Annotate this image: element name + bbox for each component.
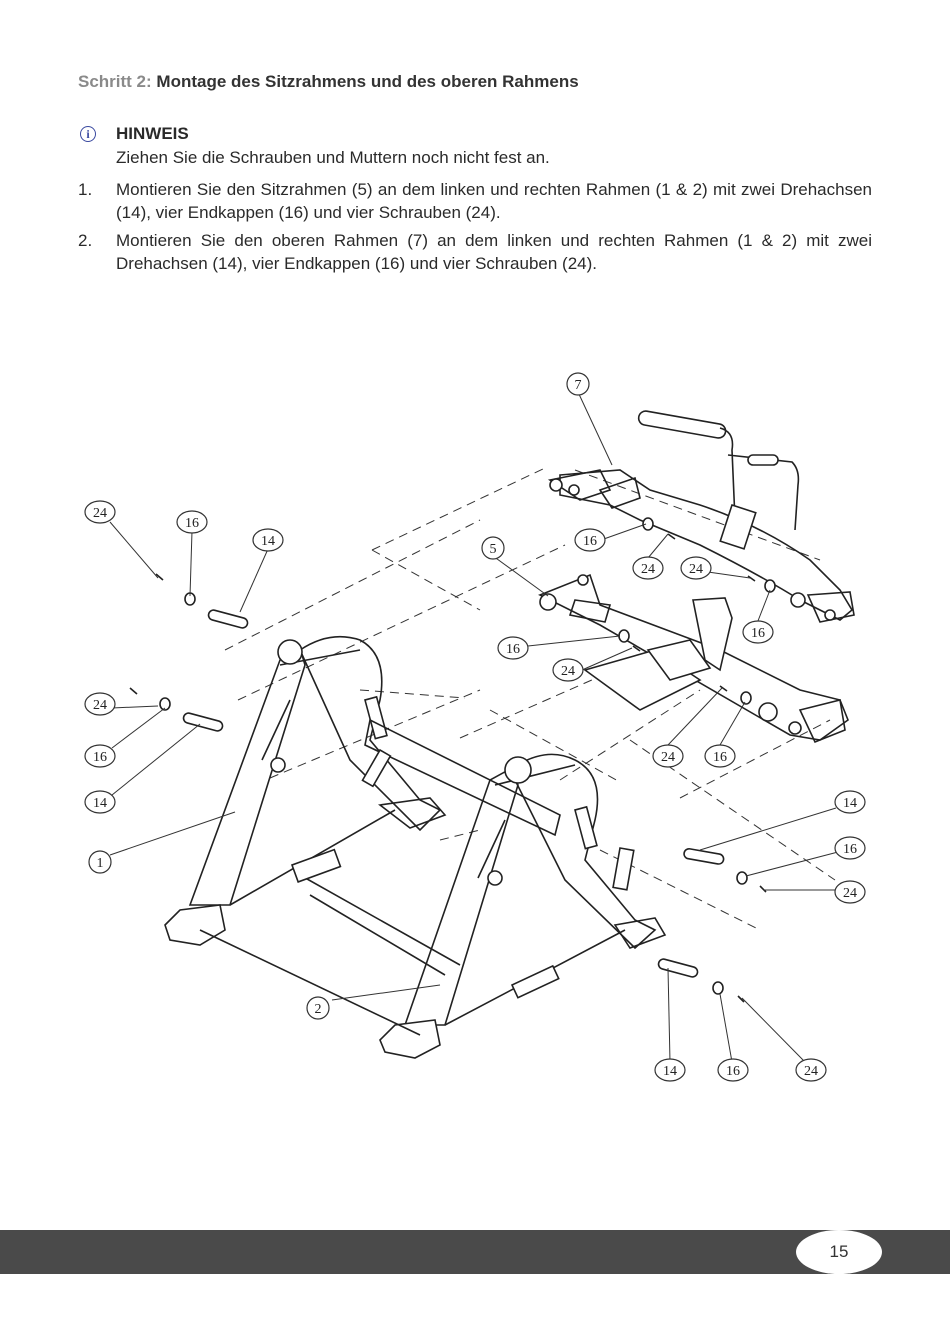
svg-text:24: 24 (641, 562, 655, 577)
svg-text:14: 14 (261, 534, 275, 549)
svg-text:16: 16 (583, 534, 597, 549)
cross-beams (199, 718, 561, 1036)
svg-text:16: 16 (751, 626, 765, 641)
callout-24: 24 (632, 556, 664, 580)
step-number: 1. (78, 180, 93, 199)
callout-16: 16 (84, 744, 116, 768)
callout-16: 16 (742, 620, 774, 644)
svg-text:24: 24 (689, 562, 703, 577)
upper-frame-part (547, 410, 855, 623)
svg-text:5: 5 (490, 542, 497, 557)
page-number: 15 (796, 1230, 882, 1274)
callout-24: 24 (795, 1058, 827, 1082)
callout-16: 16 (574, 528, 606, 552)
svg-text:14: 14 (663, 1064, 677, 1079)
svg-text:16: 16 (713, 750, 727, 765)
callout-24: 24 (652, 744, 684, 768)
step-heading: Schritt 2: Montage des Sitzrahmens und d… (78, 72, 579, 92)
svg-text:7: 7 (575, 378, 582, 393)
callout-24: 24 (834, 880, 866, 904)
svg-text:16: 16 (93, 750, 107, 765)
step-number: 2. (78, 231, 93, 250)
svg-text:24: 24 (804, 1064, 818, 1079)
svg-text:16: 16 (726, 1064, 740, 1079)
svg-text:14: 14 (93, 796, 107, 811)
note-text: Ziehen Sie die Schrauben und Muttern noc… (116, 148, 550, 167)
leader-lines (109, 391, 839, 1063)
callout-16: 16 (176, 510, 208, 534)
right-frame-part (379, 753, 667, 1059)
callout-16: 16 (834, 836, 866, 860)
svg-text:24: 24 (843, 886, 857, 901)
callout-2: 2 (306, 996, 330, 1020)
step-item: 1. Montieren Sie den Sitzrahmen (5) an d… (78, 178, 872, 224)
step-text: Montieren Sie den oberen Rahmen (7) an d… (116, 231, 872, 273)
step-title: Montage des Sitzrahmens und des oberen R… (151, 72, 579, 91)
callout-24: 24 (552, 658, 584, 682)
step-label: Schritt 2: (78, 72, 152, 91)
step-text: Montieren Sie den Sitzrahmen (5) an dem … (116, 180, 872, 222)
svg-text:2: 2 (315, 1002, 322, 1017)
callout-1: 1 (88, 850, 112, 874)
svg-text:14: 14 (843, 796, 857, 811)
svg-text:24: 24 (93, 506, 107, 521)
svg-text:24: 24 (561, 664, 575, 679)
svg-text:16: 16 (506, 642, 520, 657)
callout-7: 7 (566, 372, 590, 396)
step-list: 1. Montieren Sie den Sitzrahmen (5) an d… (78, 178, 872, 280)
note-title: HINWEIS (116, 124, 189, 143)
step-item: 2. Montieren Sie den oberen Rahmen (7) a… (78, 229, 872, 275)
svg-text:16: 16 (185, 516, 199, 531)
callout-5: 5 (481, 536, 505, 560)
svg-text:24: 24 (93, 698, 107, 713)
callout-16: 16 (704, 744, 736, 768)
callout-14: 14 (84, 790, 116, 814)
svg-text:16: 16 (843, 842, 857, 857)
callout-14: 14 (654, 1058, 686, 1082)
callout-16: 16 (497, 636, 529, 660)
svg-text:1: 1 (97, 856, 104, 871)
callout-24: 24 (84, 692, 116, 716)
footer-bar (0, 1230, 950, 1274)
assembly-diagram: 7 5 24 16 14 16 24 24 16 16 24 24 16 24 … (84, 372, 866, 1082)
callout-24: 24 (680, 556, 712, 580)
callout-16: 16 (717, 1058, 749, 1082)
hardware-parts (129, 517, 776, 1003)
seat-frame-part (538, 573, 849, 744)
left-frame-part (164, 635, 447, 946)
callout-24: 24 (84, 500, 116, 524)
svg-text:24: 24 (661, 750, 675, 765)
info-icon: i (80, 126, 96, 142)
callout-14: 14 (252, 528, 284, 552)
callout-14: 14 (834, 790, 866, 814)
